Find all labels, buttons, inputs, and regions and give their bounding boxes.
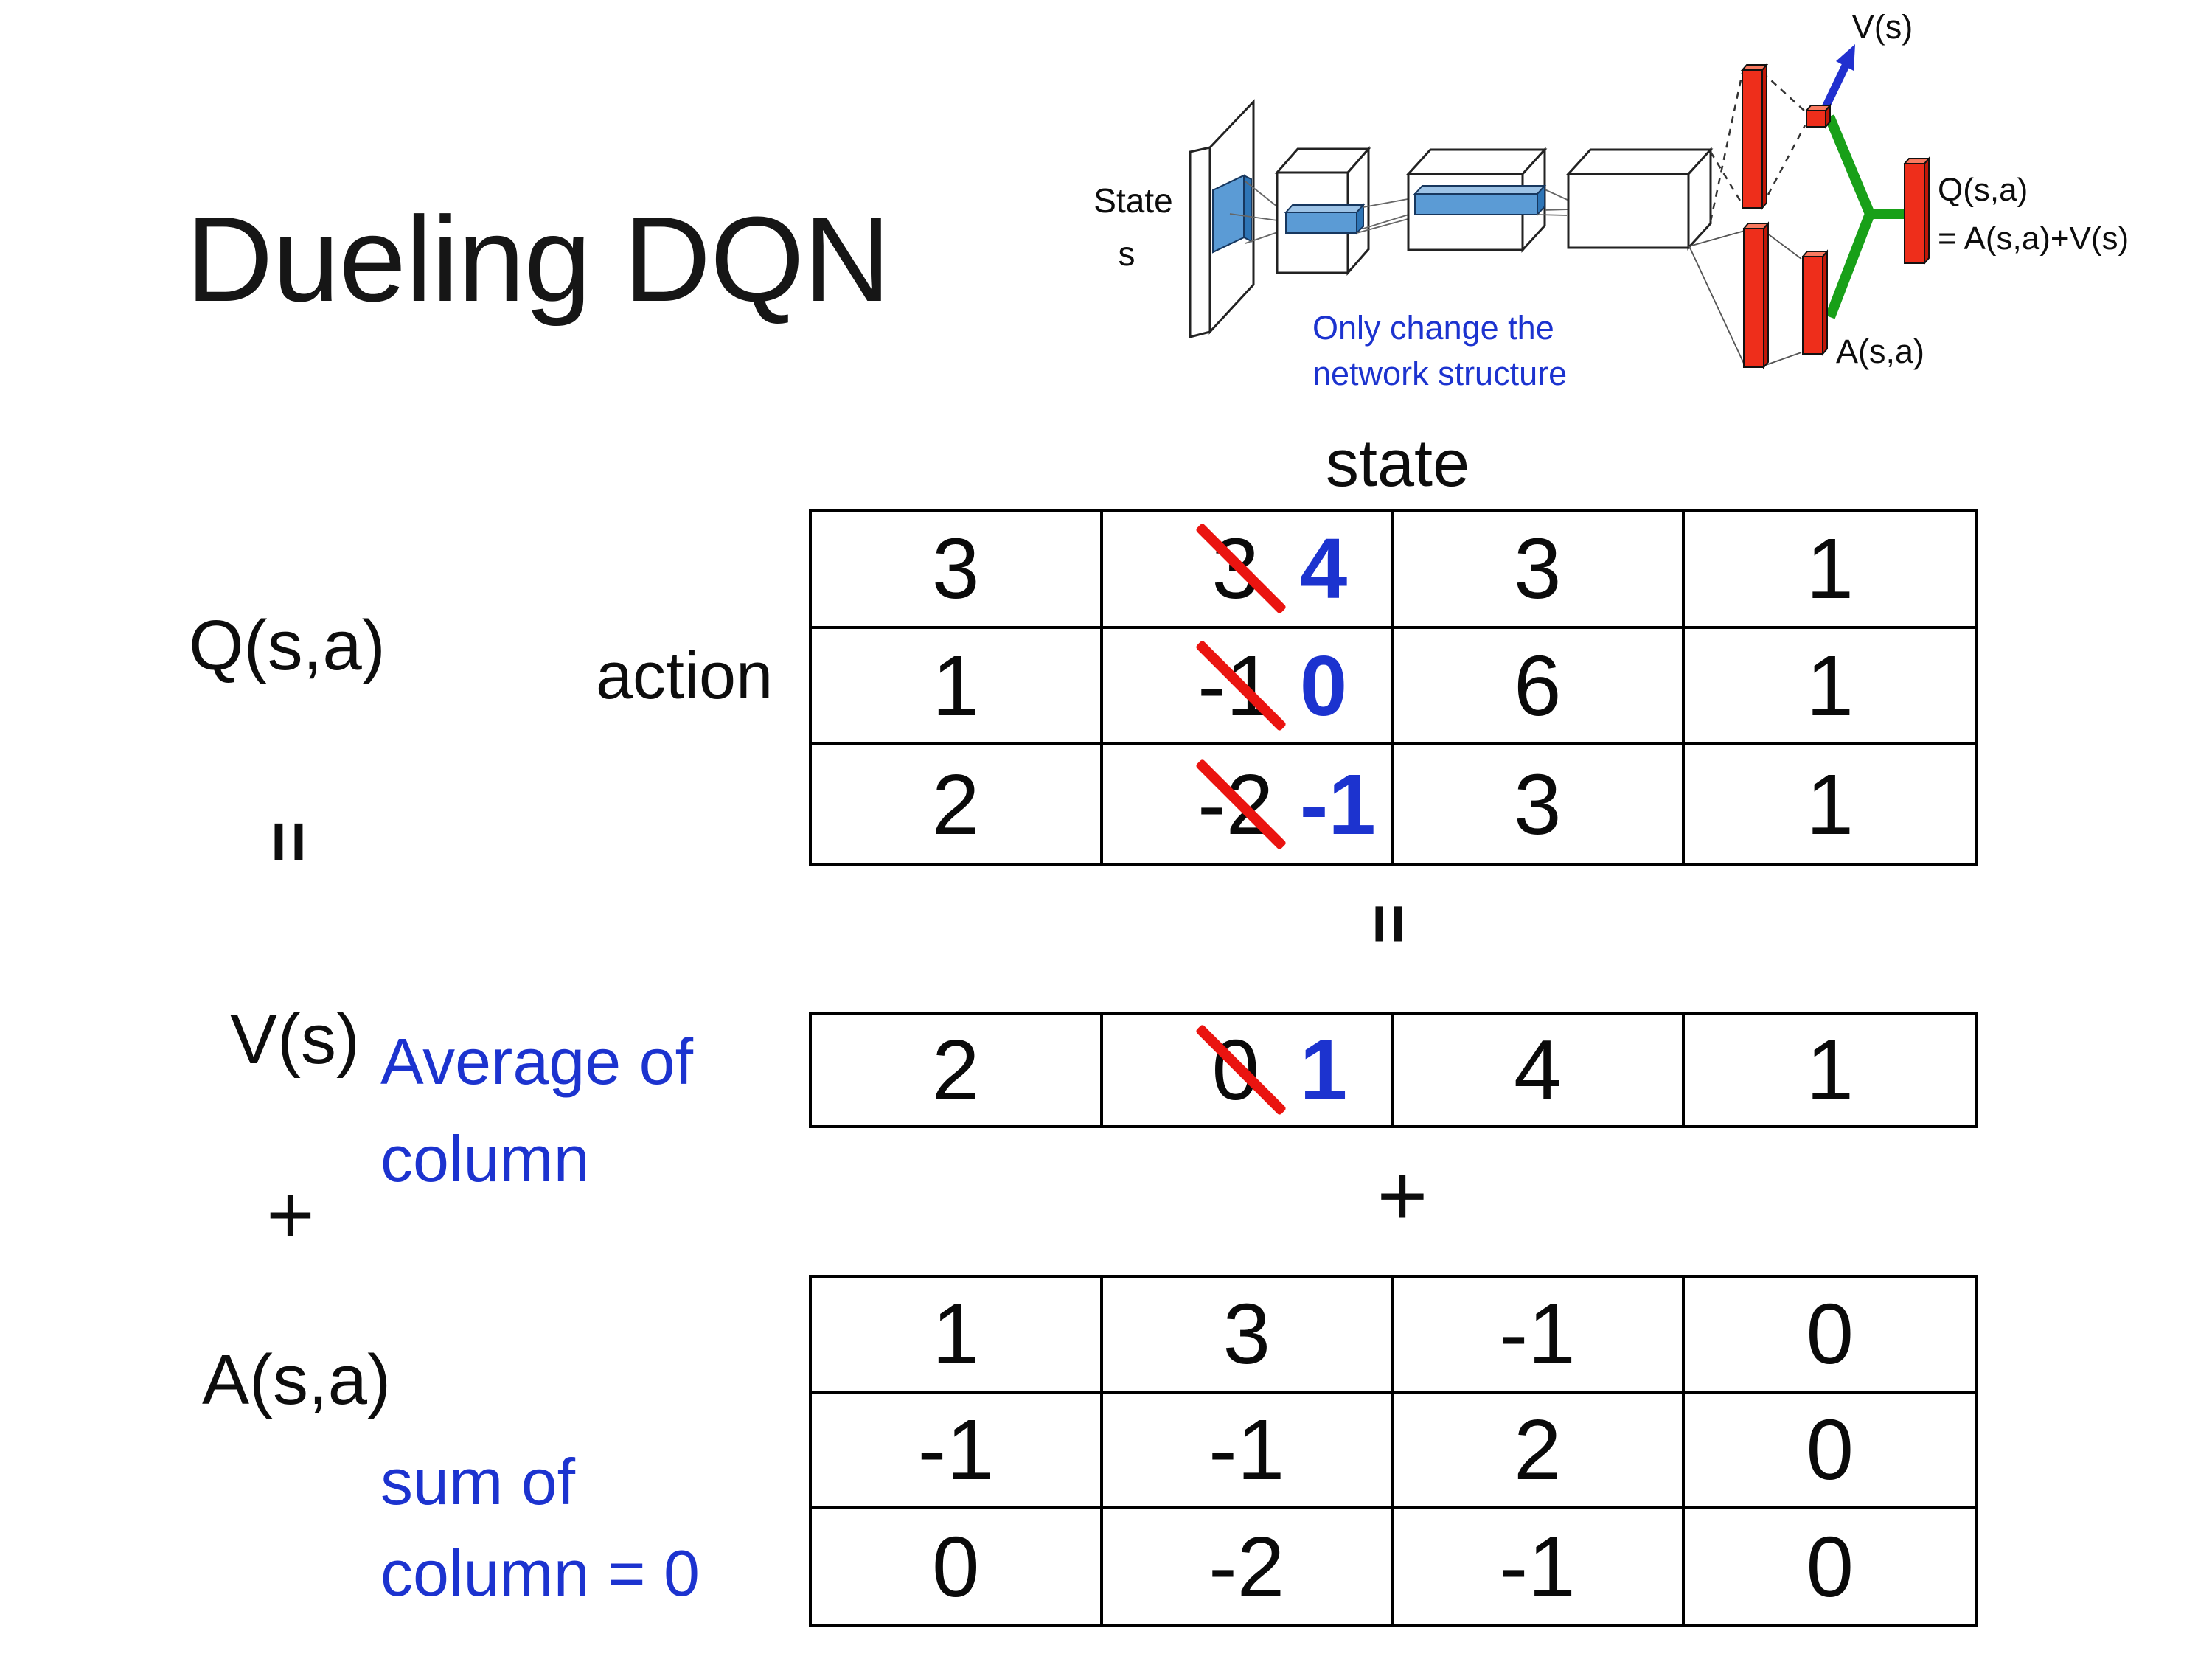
a-cell: -2 [1103,1509,1394,1624]
q-cell: 3 [1394,745,1685,863]
q-term-label: Q(s,a) [189,606,386,685]
average-note-line2: column [380,1122,590,1195]
a-cell: -1 [812,1393,1103,1509]
dashed-links-to-value-stream [1709,72,1806,222]
merge-junction [1824,114,1906,319]
v-cell: 1 [1806,1022,1854,1118]
v-row-matrix: 2 0 1 4 1 [809,1012,1978,1128]
advantage-bar [1801,249,1829,356]
conv-box-3 [1565,147,1714,251]
average-note-line1: Average of [380,1025,694,1098]
fc-bar-top [1740,63,1769,210]
a-cell: -1 [1394,1278,1685,1394]
connection-lines-2 [1356,197,1416,234]
v-cell: 2 [812,1015,1103,1125]
feature-box-2 [1413,184,1547,217]
a-cell: 0 [1684,1278,1975,1394]
q-cell-corrected: -1 0 [1102,628,1394,746]
q-output-bar [1902,156,1931,265]
q-cell-corrected: 3 4 [1102,512,1394,629]
network-diagram: State s V(s) Q(s,a) = A(s,a)+V(s) A(s,a)… [1093,8,2129,392]
action-axis-label: action [596,639,773,713]
q-cell: 3 [812,512,1103,629]
plus-sign-left: + [266,1168,315,1261]
q-output-label-line1: Q(s,a) [1938,172,2028,208]
q-cell-corrected: -2 -1 [1103,745,1394,863]
slide-title: Dueling DQN [186,192,891,327]
a-cell: 1 [812,1278,1103,1394]
new-value: -1 [1299,756,1376,852]
q-output-label-line2: = A(s,a)+V(s) [1938,220,2129,257]
a-cell: -1 [1102,1393,1394,1509]
a-cell: 3 [1102,1278,1394,1394]
a-cell: 0 [1806,1518,1854,1615]
feature-box-1 [1284,203,1366,235]
q-cell: 1 [1684,629,1975,746]
v-term-label: V(s) [230,1000,360,1079]
q-cell: 2 [812,745,1103,863]
value-node [1804,103,1832,129]
v-cell-corrected: 0 1 [1103,1015,1394,1125]
plus-sign-middle: + [1377,1147,1428,1245]
equals-sign-middle: = [1351,903,1428,945]
a-cell: 0 [1684,1394,1975,1509]
a-cell: 0 [812,1509,1103,1624]
new-value: 0 [1299,637,1348,734]
new-value: 4 [1299,521,1348,617]
q-cell: 6 [1394,628,1685,746]
sum-note-line1: sum of [380,1445,576,1518]
a-cell: -1 [1394,1509,1685,1624]
advantage-output-label: A(s,a) [1836,333,1924,370]
v-cell: 4 [1394,1015,1685,1125]
connection-lines-3 [1537,189,1570,216]
state-input-label-line1: State [1093,181,1172,220]
q-cell: 1 [1684,512,1975,629]
state-input-label-line2: s [1119,234,1135,273]
a-cell: 2 [1394,1393,1685,1509]
fc-bar-bottom [1742,221,1770,369]
q-cell: 1 [1806,756,1854,852]
a-term-label: A(s,a) [202,1340,392,1419]
q-cell: 3 [1394,512,1685,629]
value-output-label: V(s) [1852,8,1913,46]
equals-sign-left: = [248,820,331,864]
sum-note-line2: column = 0 [380,1537,700,1610]
q-cell: 1 [812,628,1103,746]
q-matrix: 3 3 4 3 1 1 -1 0 6 1 2 -2 -1 3 1 [809,509,1978,866]
new-value: 1 [1299,1022,1348,1118]
diagram-note-line1: Only change the [1312,309,1554,347]
links-to-advantage-stream [1688,230,1802,366]
state-axis-label: state [1326,427,1470,501]
diagram-note-line2: network structure [1312,355,1567,392]
a-matrix: 1 3 -1 0 -1 -1 2 0 0 -2 -1 0 [809,1275,1978,1627]
